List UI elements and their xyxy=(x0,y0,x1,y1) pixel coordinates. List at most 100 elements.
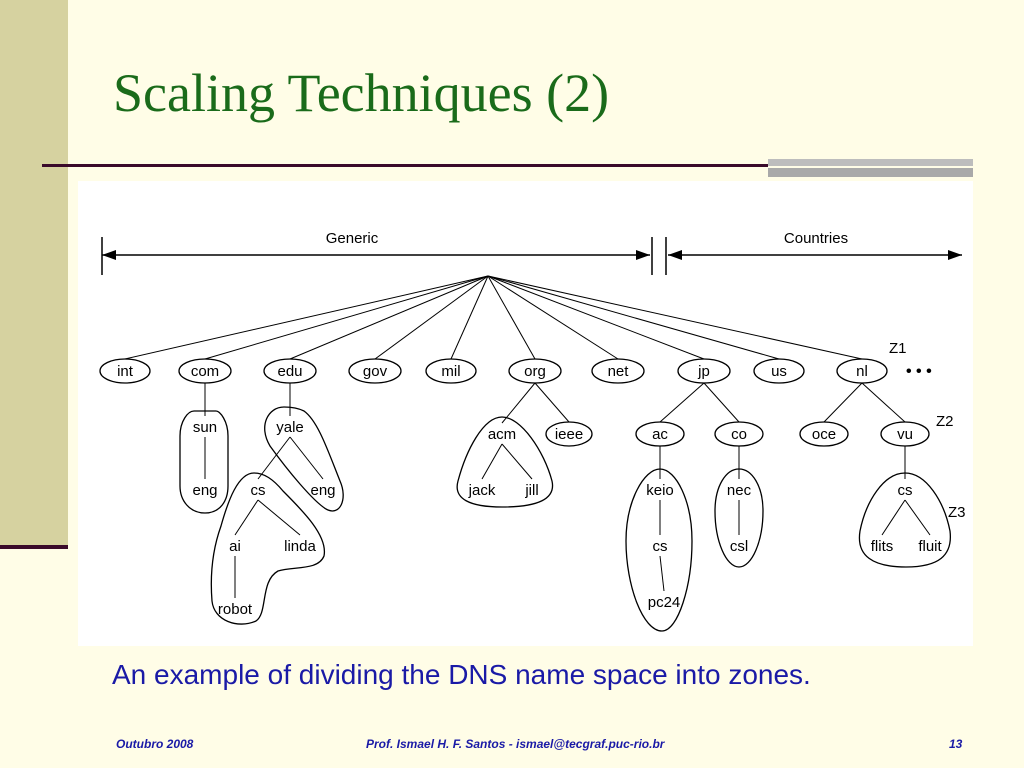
node-jp: jp xyxy=(677,358,731,384)
node-ellipse-com xyxy=(178,358,232,384)
node-ieee: ieee xyxy=(545,421,593,447)
node-co: co xyxy=(714,421,764,447)
zone-cs xyxy=(210,472,326,625)
edge-acm-jill xyxy=(501,443,533,480)
node-ai: ai xyxy=(229,538,241,555)
node-label-nl: nl xyxy=(856,363,868,380)
slide-title: Scaling Techniques (2) xyxy=(113,63,610,123)
node-label-net: net xyxy=(608,363,630,380)
node-net: net xyxy=(591,358,645,384)
edge-yale-eng2 xyxy=(289,436,324,480)
edge-nl-oce xyxy=(823,382,863,423)
edge-cs3-flits xyxy=(881,499,906,536)
node-org: org xyxy=(508,358,562,384)
diagram-caption: An example of dividing the DNS name spac… xyxy=(112,659,811,690)
node-eng1: eng xyxy=(192,482,217,499)
zone-keio xyxy=(625,468,693,632)
node-edu: edu xyxy=(263,358,317,384)
node-com: com xyxy=(178,358,232,384)
root-edge-edu xyxy=(289,275,489,360)
zone-label-z3: Z3 xyxy=(948,504,966,521)
edge-cs1-ai xyxy=(234,499,259,536)
node-cs1: cs xyxy=(251,482,266,499)
title-divider xyxy=(42,164,972,167)
countries-label: Countries xyxy=(784,230,848,247)
node-ellipse-jp xyxy=(677,358,731,384)
node-label-ac: ac xyxy=(652,426,668,443)
node-label-oce: oce xyxy=(812,426,836,443)
node-label-int: int xyxy=(117,363,134,380)
node-nl: nl xyxy=(836,358,888,384)
edge-cs2-pc24 xyxy=(659,555,665,592)
node-label-jill: jill xyxy=(524,482,538,499)
root-edge-nl xyxy=(487,275,863,360)
node-jill: jill xyxy=(524,482,538,499)
node-ellipse-oce xyxy=(799,421,849,447)
node-ellipse-ieee xyxy=(545,421,593,447)
generic-arrowhead-right xyxy=(636,250,650,260)
node-label-gov: gov xyxy=(363,363,388,380)
footer-page-number: 13 xyxy=(949,737,963,751)
node-label-ieee: ieee xyxy=(555,426,583,443)
zone-vu xyxy=(858,472,951,568)
root-edge-net xyxy=(487,275,619,360)
node-label-linda: linda xyxy=(284,538,316,555)
node-ac: ac xyxy=(635,421,685,447)
node-ellipse-mil xyxy=(425,358,477,384)
node-label-yale: yale xyxy=(276,419,304,436)
node-ellipse-edu xyxy=(263,358,317,384)
range-annotations: Generic Countries xyxy=(101,230,962,275)
node-label-us: us xyxy=(771,363,787,380)
node-label-keio: keio xyxy=(646,482,674,499)
root-edge-int xyxy=(124,275,489,360)
node-ellipse-net xyxy=(591,358,645,384)
node-label-robot: robot xyxy=(218,601,253,618)
node-robot: robot xyxy=(218,601,253,618)
root-edges xyxy=(124,275,863,360)
node-label-cs3: cs xyxy=(898,482,913,499)
node-label-acm: acm xyxy=(488,426,516,443)
node-label-eng1: eng xyxy=(192,482,217,499)
node-pc24: pc24 xyxy=(648,594,681,611)
zone-yale xyxy=(264,406,344,512)
node-label-jp: jp xyxy=(697,363,710,380)
node-label-cs2: cs xyxy=(653,538,668,555)
node-label-csl: csl xyxy=(730,538,748,555)
footer-author: Prof. Ismael H. F. Santos - ismael@tecgr… xyxy=(366,737,665,751)
node-int: int xyxy=(99,358,151,384)
ellipsis-dots: • • • xyxy=(906,363,932,380)
edge-yale-cs1 xyxy=(257,436,291,480)
generic-arrowhead-left xyxy=(102,250,116,260)
edge-cs3-fluit xyxy=(904,499,931,536)
node-cs3: cs xyxy=(898,482,913,499)
node-ellipse-gov xyxy=(348,358,402,384)
node-ellipse-co xyxy=(714,421,764,447)
sidebar-accent-line xyxy=(0,545,68,549)
zone-outlines xyxy=(179,406,951,632)
node-ellipse-us xyxy=(753,358,805,384)
countries-arrowhead-right xyxy=(948,250,962,260)
node-flits: flits xyxy=(871,538,894,555)
edge-acm-jack xyxy=(481,443,503,480)
node-ellipse-vu xyxy=(880,421,930,447)
root-edge-jp xyxy=(487,275,705,360)
root-edge-mil xyxy=(450,275,489,360)
node-yale: yale xyxy=(276,419,304,436)
node-label-edu: edu xyxy=(277,363,302,380)
node-keio: keio xyxy=(646,482,674,499)
node-label-pc24: pc24 xyxy=(648,594,681,611)
node-vu: vu xyxy=(880,421,930,447)
node-nec: nec xyxy=(727,482,752,499)
zone-acm xyxy=(456,416,554,508)
node-cs2: cs xyxy=(653,538,668,555)
node-label-ai: ai xyxy=(229,538,241,555)
node-sun: sun xyxy=(193,419,217,436)
node-label-vu: vu xyxy=(897,426,913,443)
node-label-com: com xyxy=(191,363,219,380)
root-edge-gov xyxy=(374,275,489,360)
node-fluit: fluit xyxy=(918,538,942,555)
node-label-nec: nec xyxy=(727,482,752,499)
decorative-bar xyxy=(768,159,973,177)
